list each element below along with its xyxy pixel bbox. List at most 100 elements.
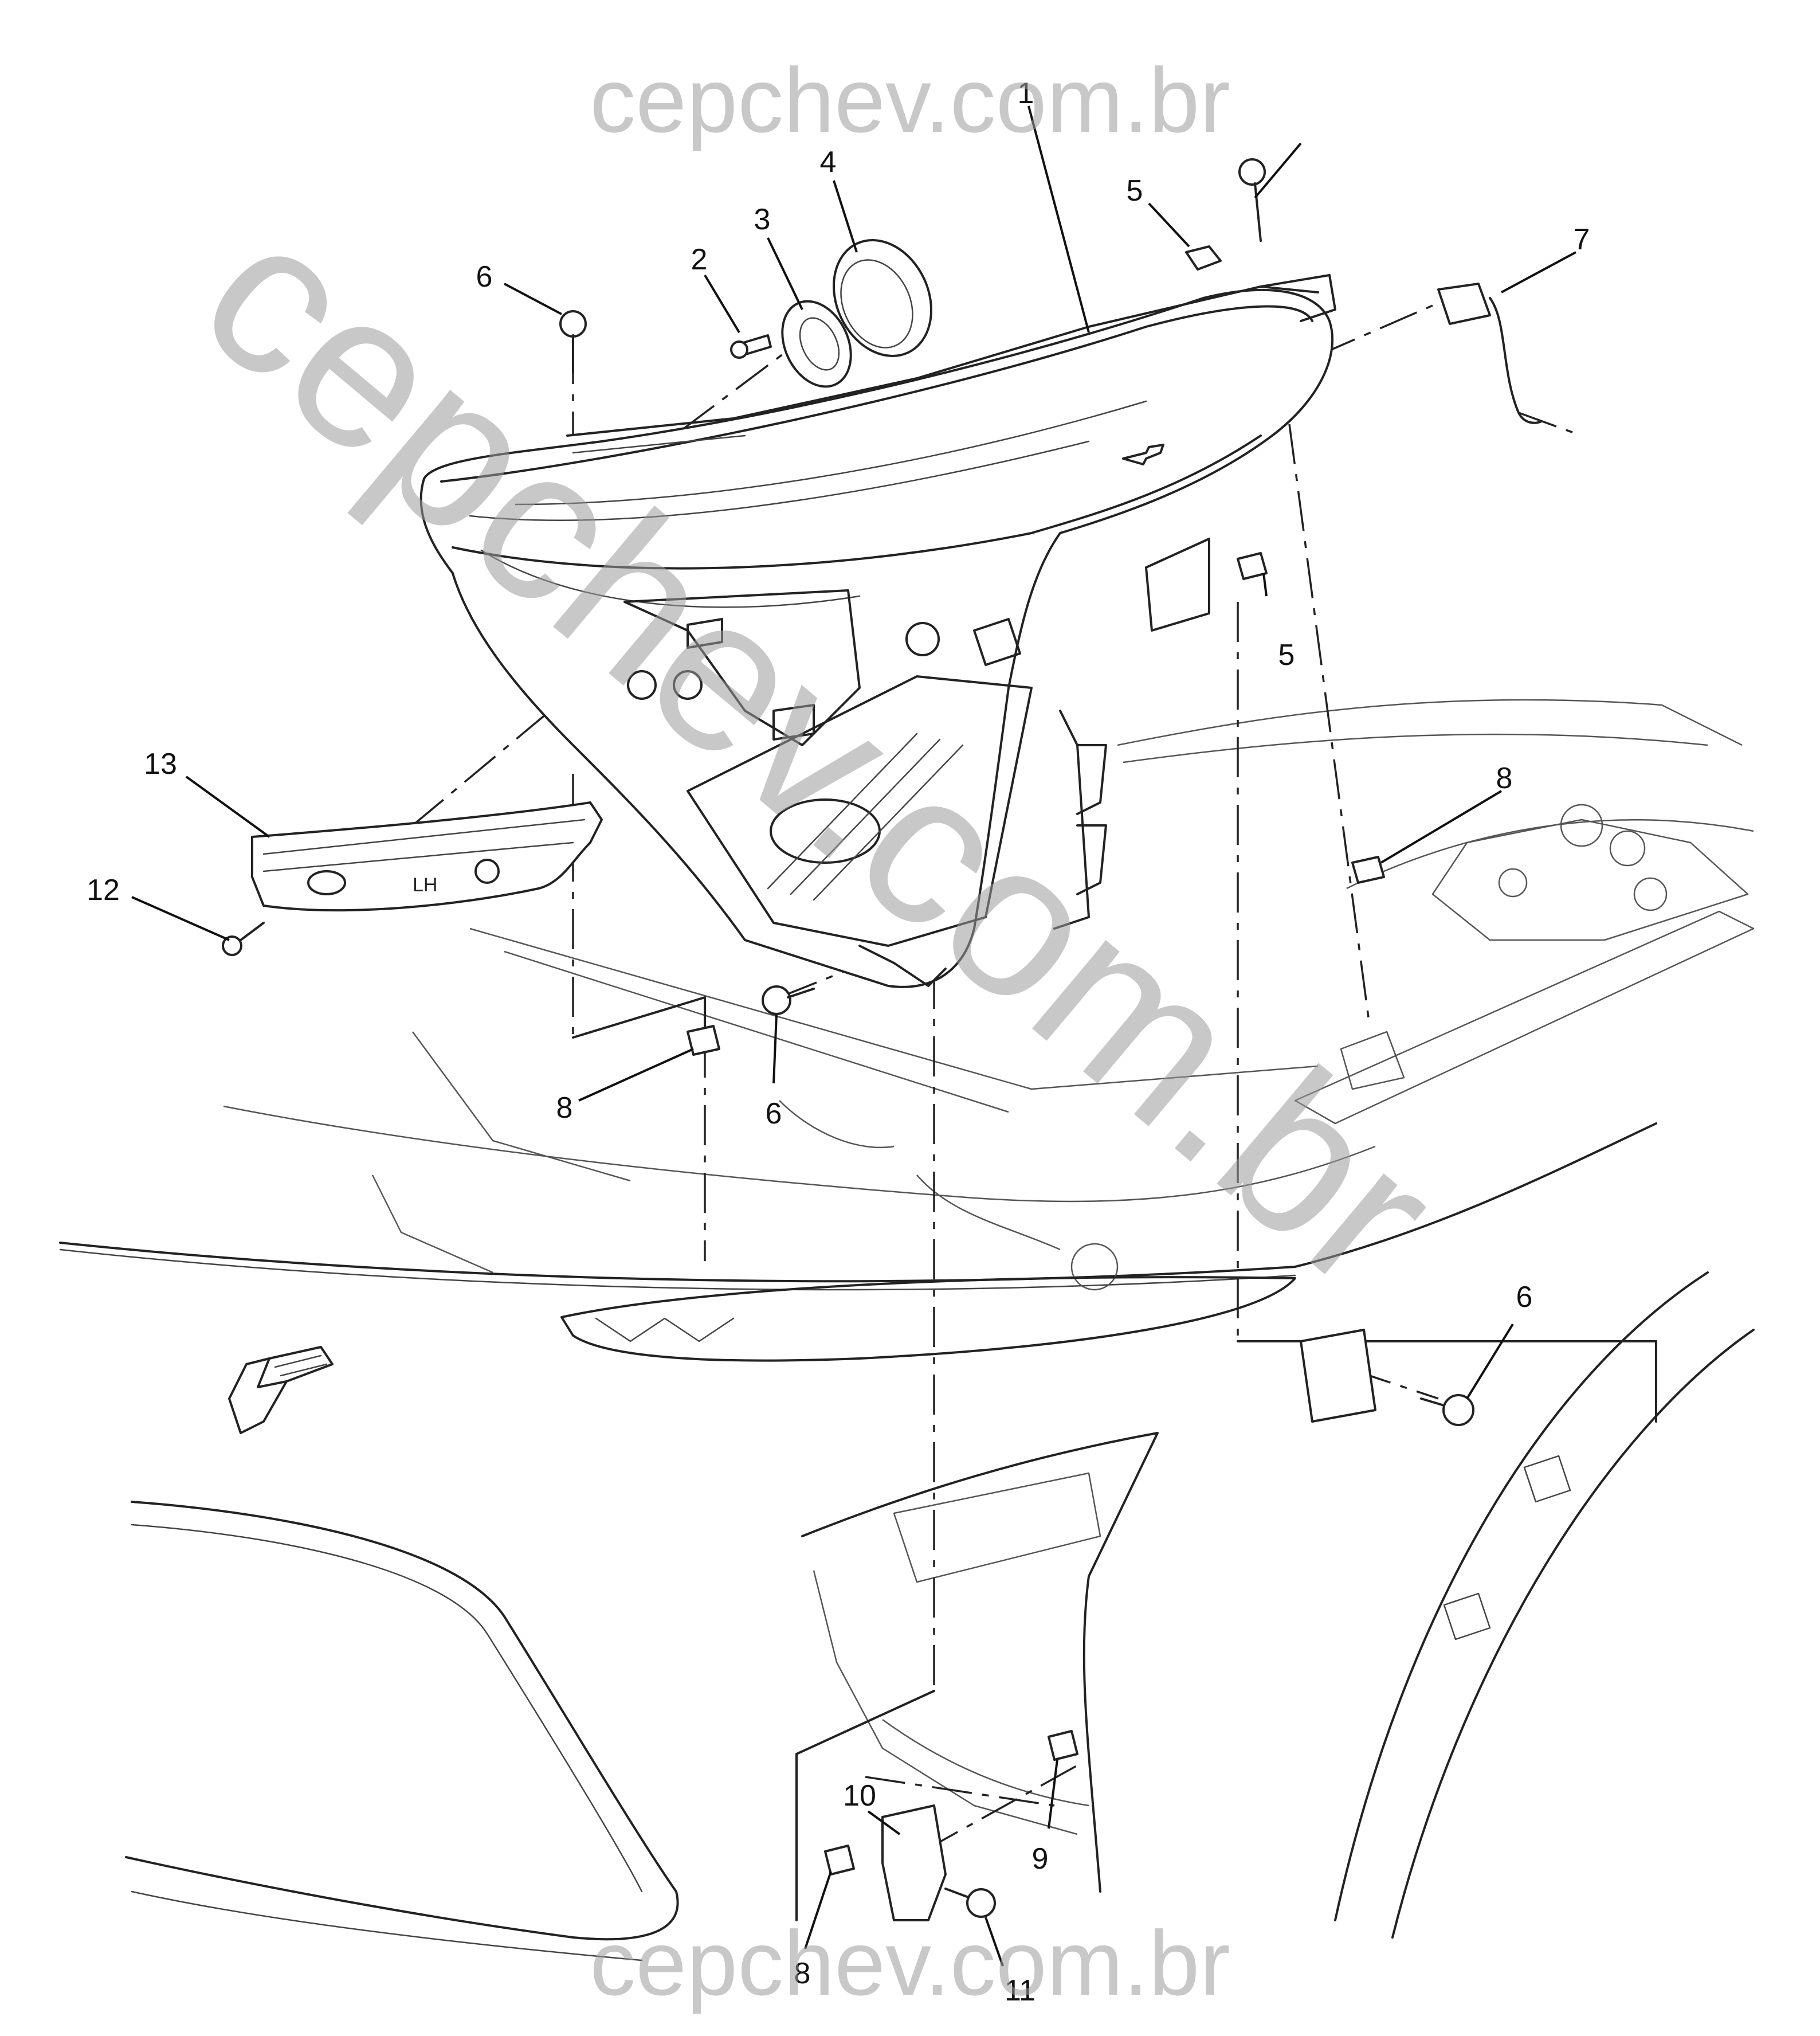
apron-rail (1346, 819, 1754, 890)
housing-top-rib (572, 434, 746, 454)
callout-3: 3 (754, 203, 771, 236)
leader-8a (578, 1048, 694, 1102)
bolt-top-right[interactable] (1238, 158, 1266, 242)
bowtie-emblem-icon (1122, 444, 1164, 465)
callout-7: 7 (1574, 223, 1590, 256)
callout-6-right: 6 (1516, 1281, 1533, 1314)
callout-labels: 1 2 3 4 5 5 6 6 6 7 8 8 8 9 10 11 12 13 (87, 77, 1590, 2007)
callout-6-middle: 6 (766, 1097, 782, 1130)
hood-edge-inner (59, 1248, 1296, 1291)
bolt-top-right-shank (1254, 182, 1262, 242)
strut-tower (1431, 819, 1749, 941)
housing-top-mount (1260, 274, 1336, 322)
arrow-stripes (274, 1354, 328, 1377)
bolt-top-right-head (1238, 158, 1266, 186)
dust-cover-part-3[interactable] (769, 290, 864, 398)
projector-hatch (767, 733, 964, 901)
clip-part-8-right[interactable] (1351, 856, 1385, 884)
alignment-lines (411, 297, 1657, 1921)
leader-4 (833, 180, 858, 253)
housing-mount-boss (905, 622, 940, 656)
upper-tie-bar (223, 1105, 1376, 1203)
component-parts: LH (222, 158, 1543, 1921)
lens-lower-strip (452, 434, 1262, 570)
screw-12-shank (240, 922, 265, 941)
leader-7 (1501, 251, 1576, 293)
bolt-6-mid-head (762, 985, 791, 1015)
access-cover-part-4[interactable] (815, 224, 950, 372)
arrow-head (228, 1357, 288, 1434)
fender-apron-top (1117, 699, 1743, 746)
callout-6-top: 6 (476, 260, 493, 293)
clip-part-8-left[interactable] (687, 1025, 720, 1056)
align-line-8 (1317, 297, 1450, 357)
callout-5-side: 5 (1278, 639, 1295, 672)
housing-top-rear (566, 285, 1319, 437)
clip-part-5-side[interactable] (1237, 552, 1268, 580)
bolt-part-6-top[interactable] (559, 310, 587, 374)
callout-2: 2 (691, 243, 708, 276)
radiator-support (469, 927, 1319, 1090)
housing-right-mount (1145, 538, 1210, 632)
housing-tab-1 (973, 618, 1021, 666)
leader-lines (131, 105, 1576, 1967)
screw-12-head (222, 935, 242, 956)
leader-9 (1048, 1759, 1058, 1829)
housing-port-1 (627, 670, 657, 700)
leader-top-bolt (1254, 142, 1302, 199)
headlamp-housing-outline[interactable] (419, 288, 1334, 988)
callout-12: 12 (87, 874, 120, 907)
headlamp-assembly[interactable] (419, 274, 1336, 988)
radiator-support-lower (504, 950, 1009, 1113)
callout-13: 13 (144, 747, 177, 781)
lower-bracket-part-10[interactable] (881, 1804, 947, 1921)
bolt-part-6-right[interactable] (1420, 1394, 1474, 1426)
connector-bracket-8a (572, 996, 706, 1039)
front-direction-arrow-icon (228, 1346, 334, 1434)
bolt-11-shank (944, 1888, 970, 1898)
bracket-13-hole (474, 859, 500, 884)
harness-connector (1437, 283, 1491, 325)
bolt-part-11[interactable] (944, 1888, 996, 1918)
housing-bottom-mount (858, 945, 947, 987)
housing-port-2 (673, 670, 703, 700)
adjuster-screw-part-2[interactable] (730, 334, 772, 359)
clip-part-5-top[interactable] (1185, 245, 1222, 271)
callout-8-lower: 8 (794, 1957, 811, 1990)
hood-latch (779, 1100, 895, 1149)
lens-upper-strip (440, 305, 1313, 483)
wiring-harness-part-7[interactable] (1437, 283, 1543, 424)
liner-clips (1443, 1455, 1571, 1640)
clip-part-9[interactable] (1048, 1730, 1078, 1761)
bumper-hole (1070, 1243, 1119, 1291)
bolt-11-head (966, 1888, 996, 1918)
screw-2-head (730, 340, 748, 359)
align-line-13 (922, 1764, 1078, 1853)
strut-hole-4 (1633, 877, 1668, 911)
bolt-part-6-middle[interactable] (762, 985, 815, 1015)
callout-5-top: 5 (1127, 174, 1143, 207)
callout-4: 4 (820, 146, 837, 179)
leader-1 (1027, 105, 1090, 333)
bracket-13-slot-1 (307, 870, 346, 895)
leader-10 (867, 1810, 901, 1835)
grille-opening (560, 1276, 1296, 1362)
rail-bracket (1340, 1031, 1405, 1090)
bolt-6-right-shank (1420, 1397, 1445, 1407)
align-line-7 (1518, 412, 1582, 437)
align-line-6 (411, 624, 654, 827)
left-support (411, 1031, 631, 1182)
grille-teeth (595, 1317, 735, 1342)
callout-9: 9 (1032, 1842, 1049, 1876)
leader-6a (504, 283, 562, 315)
leader-11 (984, 1917, 1004, 1967)
connector-bracket-6c (1237, 1340, 1657, 1423)
windshield-inner (131, 1524, 643, 1893)
clip-part-8-lower[interactable] (824, 1845, 855, 1876)
screw-part-12[interactable] (222, 922, 265, 956)
housing-lower-clip (772, 704, 815, 741)
cover-3-body (781, 300, 852, 388)
align-line-12 (865, 1776, 1055, 1807)
lh-bracket-part-13[interactable]: LH (251, 801, 603, 912)
